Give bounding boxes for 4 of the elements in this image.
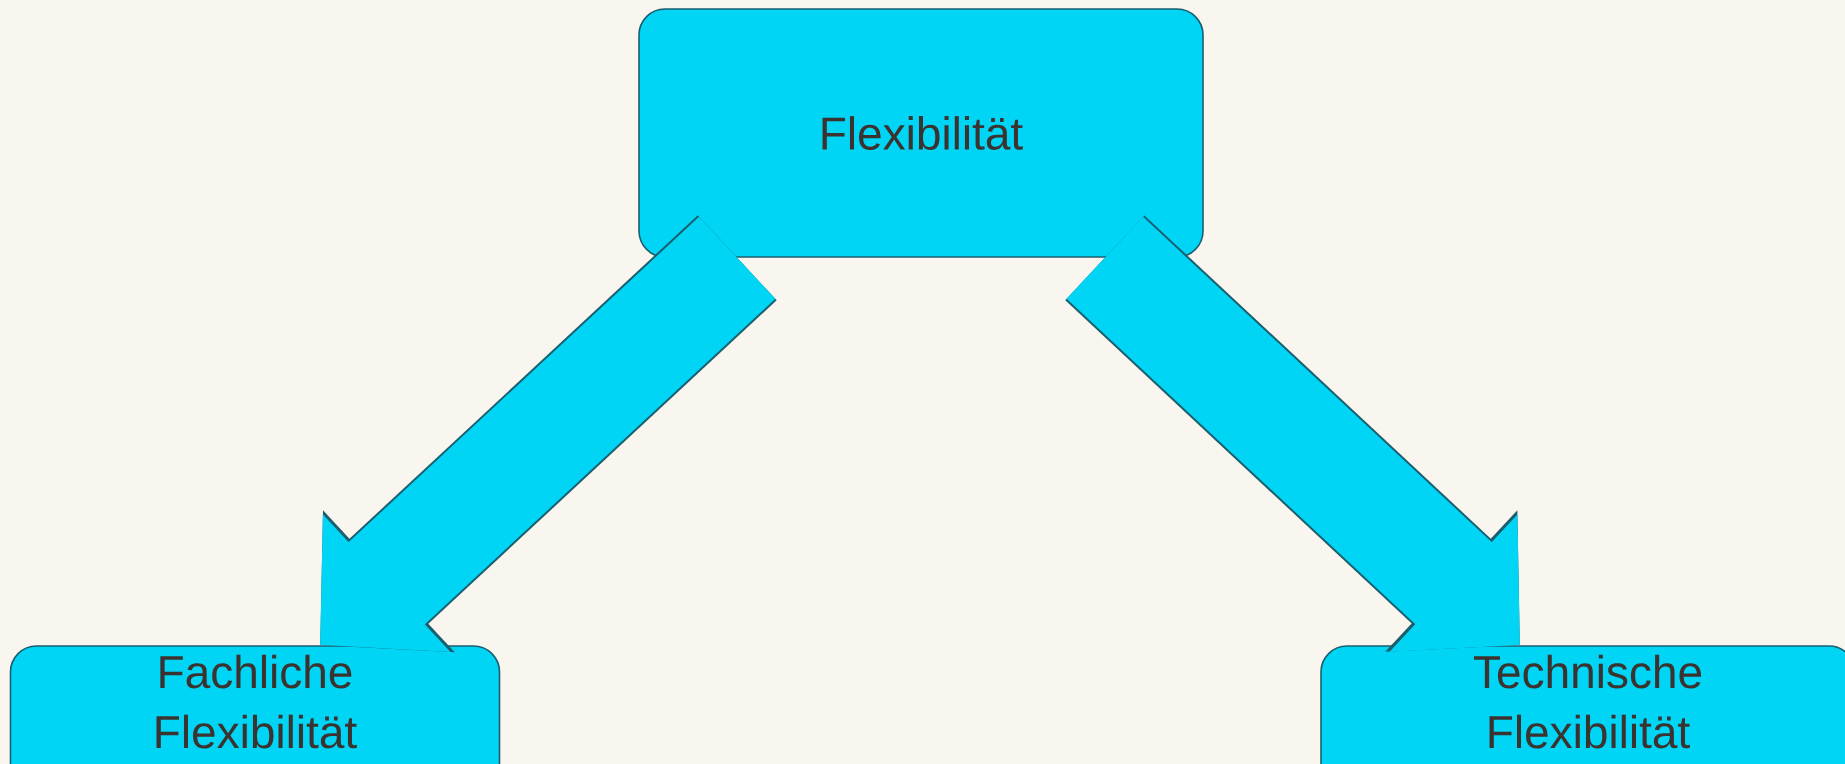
process-box: Flexibilität (638, 8, 1204, 258)
process-box: Technische Flexibilität (1320, 645, 1845, 764)
block-arrow (320, 215, 777, 653)
process-box: Fachliche Flexibilität (9, 645, 501, 764)
